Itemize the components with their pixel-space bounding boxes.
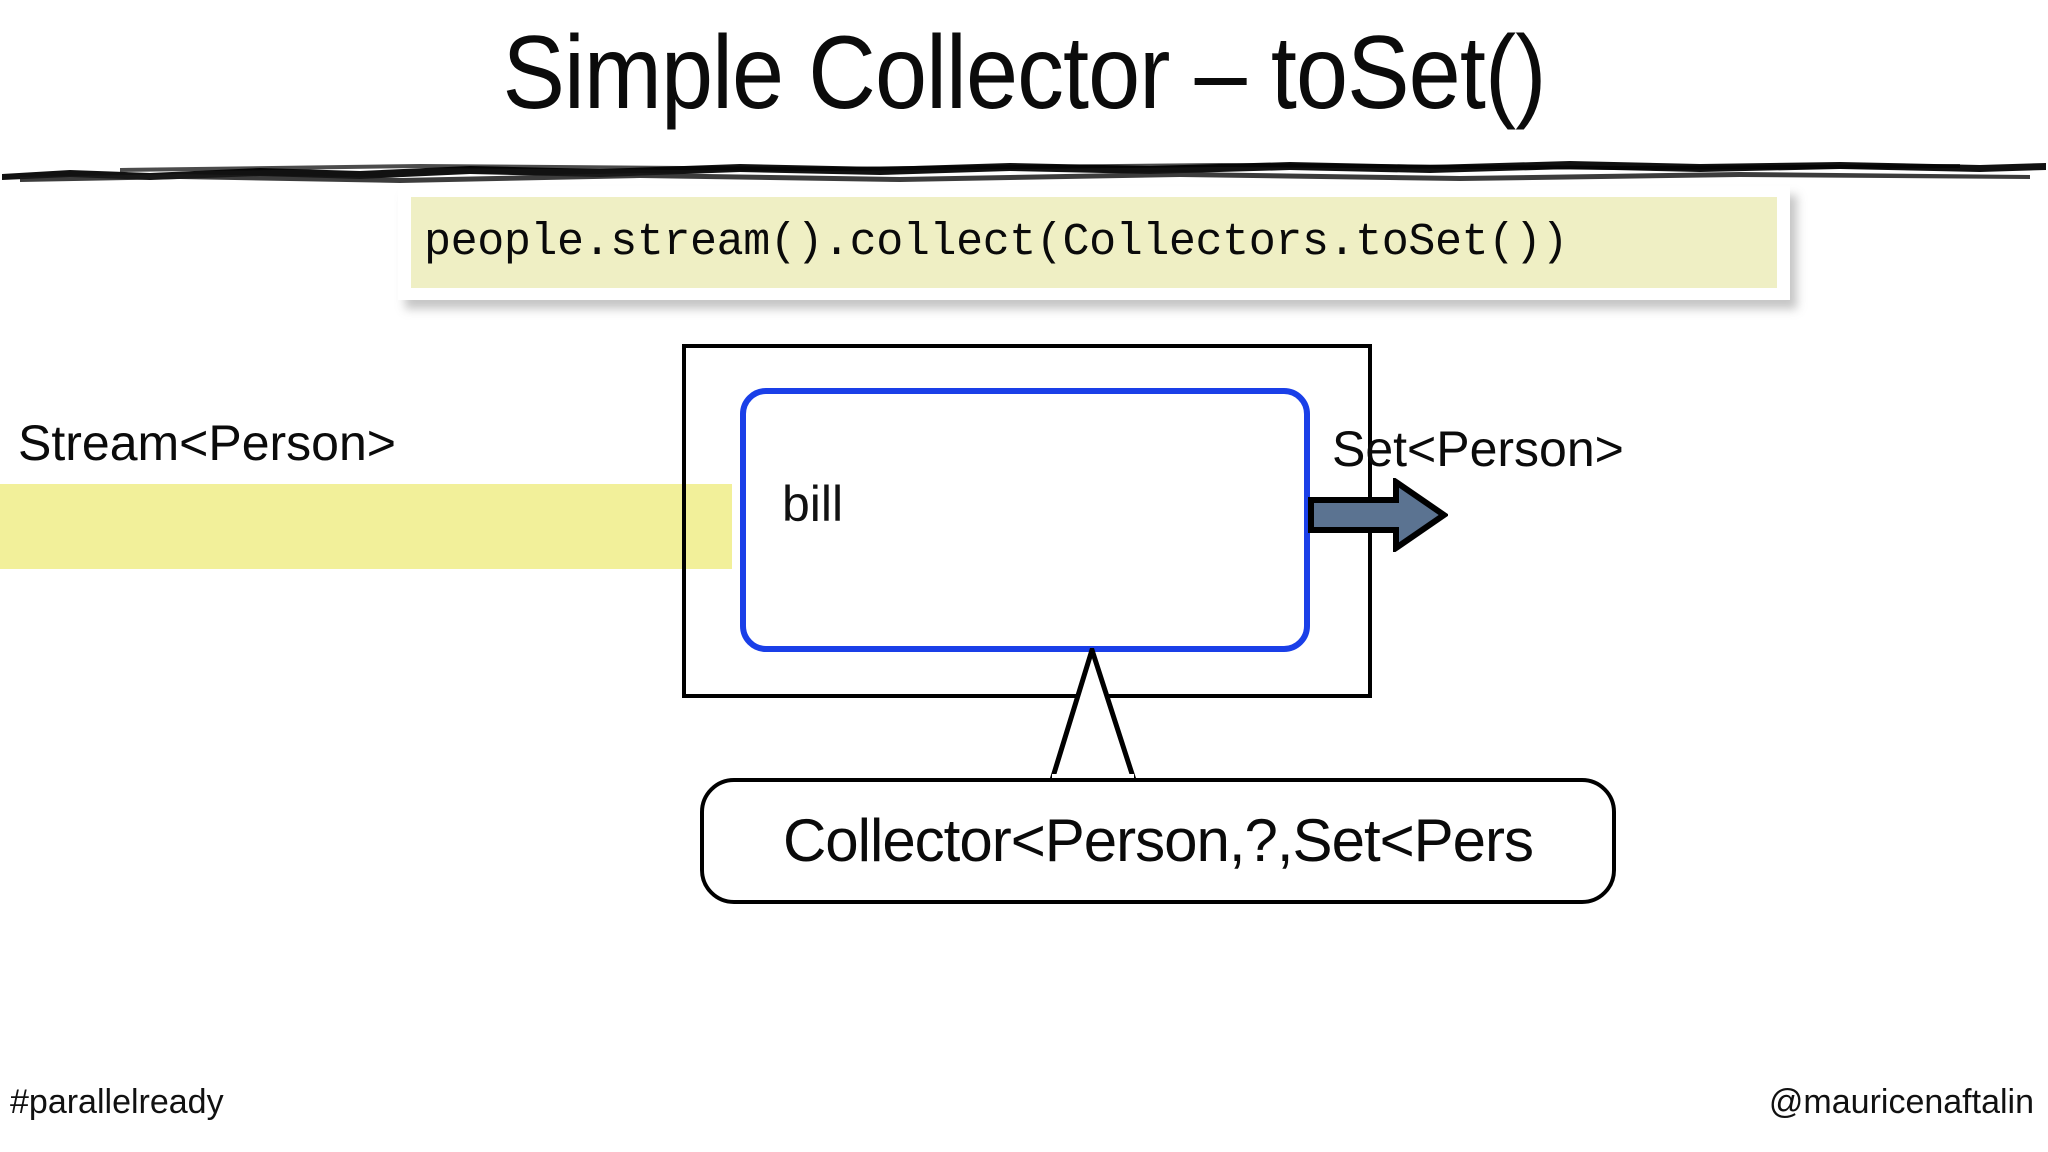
footer-hashtag: #parallelready <box>10 1083 224 1121</box>
collector-callout: Collector<Person,?,Set<Pers <box>700 648 1616 904</box>
callout-box <box>700 778 1616 904</box>
code-block-body: people.stream().collect(Collectors.toSet… <box>411 197 1777 288</box>
callout-tail <box>1048 648 1138 784</box>
container-element-label: bill <box>782 476 844 532</box>
footer-handle: @mauricenaftalin <box>1768 1083 2034 1121</box>
code-block-card: people.stream().collect(Collectors.toSet… <box>398 186 1790 300</box>
output-arrow-icon <box>1308 478 1448 552</box>
stream-band <box>0 484 732 569</box>
result-container-box: bill <box>740 388 1310 652</box>
result-type-label: Set<Person> <box>1332 421 1624 477</box>
page-title: Simple Collector – toSet() <box>502 15 1546 131</box>
callout-text: Collector<Person,?,Set<Pers <box>782 807 1534 874</box>
code-text: people.stream().collect(Collectors.toSet… <box>424 216 1568 268</box>
brush-stroke-divider <box>2 161 2046 183</box>
stream-type-label: Stream<Person> <box>18 415 396 471</box>
